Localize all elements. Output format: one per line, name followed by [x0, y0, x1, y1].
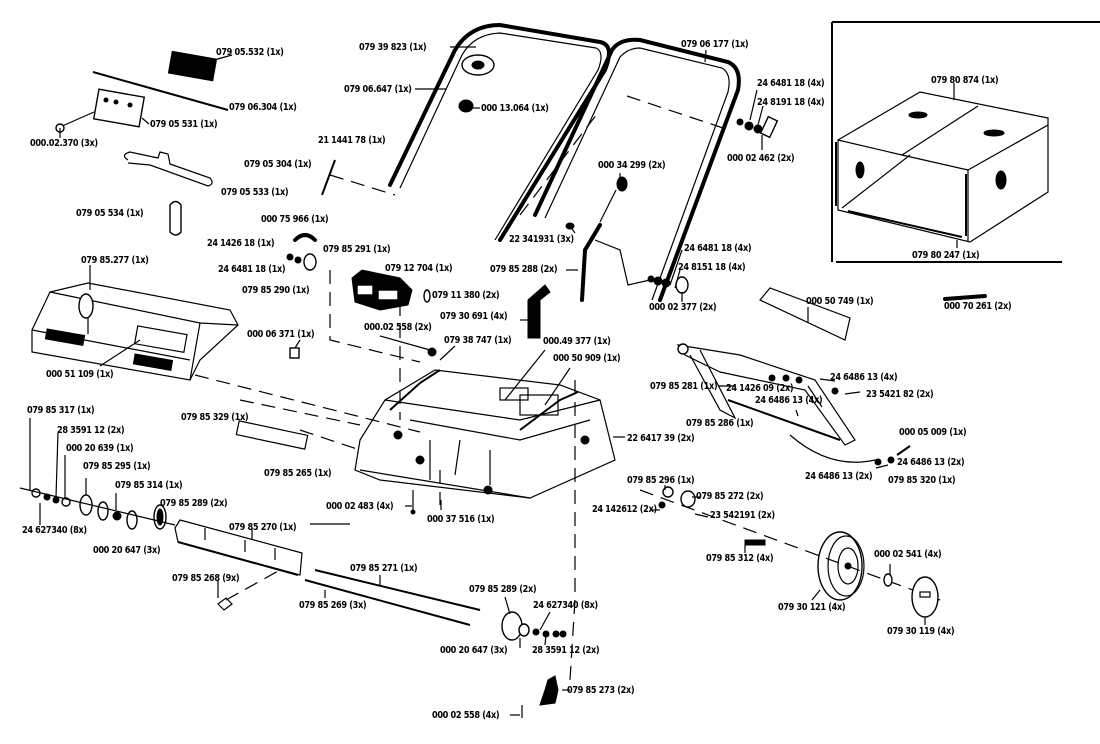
- part-label: 21 1441 78 (1x): [318, 135, 386, 146]
- part-label: 23 542191 (2x): [710, 510, 775, 521]
- part-label: 079 85 320 (1x): [888, 475, 956, 486]
- part-label: 079 30 121 (4x): [778, 602, 846, 613]
- part-label: 000 51 109 (1x): [46, 369, 114, 380]
- part-label: 000 05 009 (1x): [899, 427, 967, 438]
- part-label: 24 1426 09 (2x): [726, 383, 794, 394]
- part-label: 079 85 270 (1x): [229, 522, 297, 533]
- part-label: 079 30 119 (4x): [887, 626, 955, 637]
- rear-flap: [676, 287, 987, 466]
- motor-assembly: [286, 233, 551, 420]
- part-label: 079 85 290 (1x): [242, 285, 310, 296]
- part-label: 079 39 823 (1x): [359, 42, 427, 53]
- part-label: 079 85 314 (1x): [115, 480, 183, 491]
- part-label: 000 02 377 (2x): [649, 302, 717, 313]
- part-label: 079 85 296 (1x): [627, 475, 695, 486]
- part-label: 079 38 747 (1x): [444, 335, 512, 346]
- part-label: 079 85 272 (2x): [696, 491, 764, 502]
- main-housing: [235, 369, 616, 681]
- part-label: 079 85 273 (2x): [567, 685, 635, 696]
- part-label: 000 75 966 (1x): [261, 214, 329, 225]
- part-label: 079 85 317 (1x): [27, 405, 95, 416]
- part-label: 079 11 380 (2x): [432, 290, 500, 301]
- part-label: 000.49 377 (1x): [543, 336, 611, 347]
- part-label: 000 13.064 (1x): [481, 103, 549, 114]
- part-label: 24 6486 13 (2x): [897, 457, 965, 468]
- part-label: 079 06 177 (1x): [681, 39, 749, 50]
- part-label: 24 6486 13 (2x): [805, 471, 873, 482]
- part-label: 000.02 558 (2x): [364, 322, 432, 333]
- front-cover: [31, 282, 421, 433]
- part-label: 000.02.370 (3x): [30, 138, 98, 149]
- part-label: 000 20 647 (3x): [440, 645, 508, 656]
- part-label: 079 85 265 (1x): [264, 468, 332, 479]
- part-label: 079 85 291 (1x): [323, 244, 391, 255]
- part-label: 000 34 299 (2x): [598, 160, 666, 171]
- upper-left-parts: [55, 50, 229, 236]
- part-label: 079 06.647 (1x): [344, 84, 412, 95]
- part-label: 000 02 483 (4x): [326, 501, 394, 512]
- part-label: 000 02 462 (2x): [727, 153, 795, 164]
- part-label: 000 37 516 (1x): [427, 514, 495, 525]
- part-label: 000 02 541 (4x): [874, 549, 942, 560]
- part-label: 24 8191 18 (4x): [757, 97, 825, 108]
- part-label: 24 6481 18 (4x): [684, 243, 752, 254]
- part-label: 28 3591 12 (2x): [57, 425, 125, 436]
- part-label: 079 85 289 (2x): [469, 584, 537, 595]
- part-label: 079 05 304 (1x): [244, 159, 312, 170]
- part-label: 079 85 288 (2x): [490, 264, 558, 275]
- wheel-assembly: [501, 486, 941, 718]
- part-label: 079 85 281 (1x): [650, 381, 718, 392]
- part-label: 24 8151 18 (4x): [678, 262, 746, 273]
- part-label: 24 142612 (2x): [592, 504, 657, 515]
- part-label: 000 50 749 (1x): [806, 296, 874, 307]
- leader-lines: [29, 46, 961, 716]
- part-label: 079 05 534 (1x): [76, 208, 144, 219]
- part-label: 28 3591 12 (2x): [532, 645, 600, 656]
- part-label: 24 1426 18 (1x): [207, 238, 275, 249]
- part-label: 24 6481 18 (4x): [757, 78, 825, 89]
- part-label: 079 05.532 (1x): [216, 47, 284, 58]
- part-label: 22 341931 (3x): [509, 234, 574, 245]
- part-label: 23 5421 82 (2x): [866, 389, 934, 400]
- part-label: 079 85.277 (1x): [81, 255, 149, 266]
- part-label: 079 85 295 (1x): [83, 461, 151, 472]
- part-label: 000 06 371 (1x): [247, 329, 315, 340]
- part-label: 24 6486 13 (4x): [830, 372, 898, 383]
- part-label: 079 85 271 (1x): [350, 563, 418, 574]
- part-label: 079 80 247 (1x): [912, 250, 980, 261]
- part-label: 000 20 639 (1x): [66, 443, 134, 454]
- handle-assembly: [321, 22, 779, 302]
- part-label: 079 85 269 (3x): [299, 600, 367, 611]
- part-label: 079 85 312 (4x): [706, 553, 774, 564]
- part-label: 24 627340 (8x): [22, 525, 87, 536]
- part-label: 000 02 558 (4x): [432, 710, 500, 721]
- tine-roller: [19, 487, 481, 626]
- part-label: 079 05 533 (1x): [221, 187, 289, 198]
- part-label: 24 627340 (8x): [533, 600, 598, 611]
- part-label: 079 30 691 (4x): [440, 311, 508, 322]
- part-label: 000 50 909 (1x): [553, 353, 621, 364]
- part-label: 079 85 268 (9x): [172, 573, 240, 584]
- grass-box-inset: [831, 21, 1100, 263]
- part-label: 079 80 874 (1x): [931, 75, 999, 86]
- part-label: 000 70 261 (2x): [944, 301, 1012, 312]
- part-label: 24 6486 13 (4x): [755, 395, 823, 406]
- part-label: 079 85 286 (1x): [686, 418, 754, 429]
- part-label: 079 85 289 (2x): [160, 498, 228, 509]
- part-label: 079 85 329 (1x): [181, 412, 249, 423]
- part-label: 079 06.304 (1x): [229, 102, 297, 113]
- part-label: 079 05 531 (1x): [150, 119, 218, 130]
- part-label: 000 20 647 (3x): [93, 545, 161, 556]
- part-label: 24 6481 18 (1x): [218, 264, 286, 275]
- part-label: 079 12 704 (1x): [385, 263, 453, 274]
- part-label: 22 6417 39 (2x): [627, 433, 695, 444]
